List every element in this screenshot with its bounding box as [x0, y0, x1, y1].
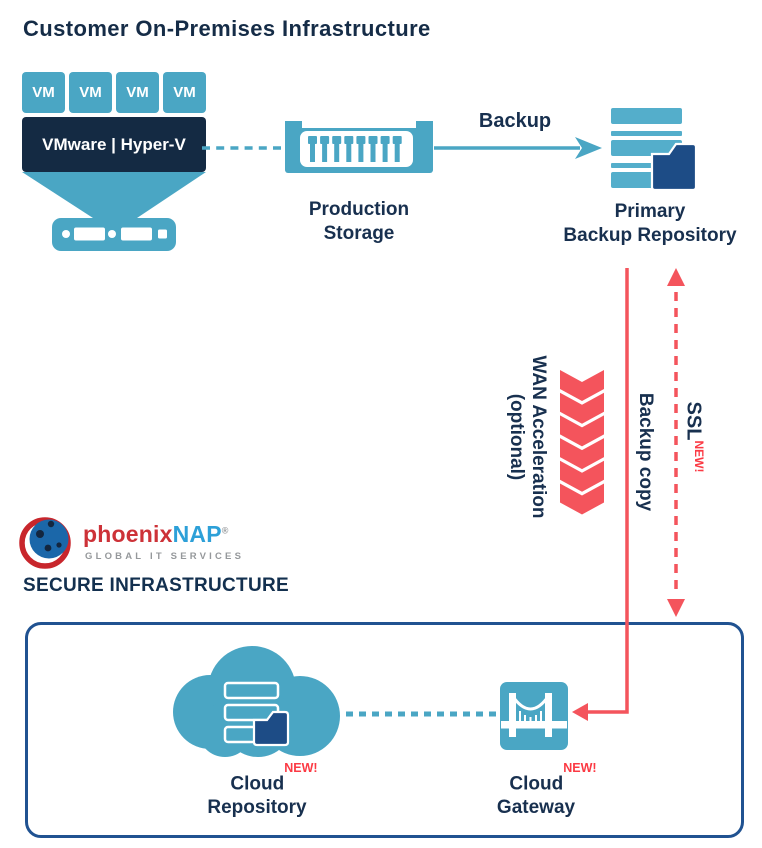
new-badge: NEW! [563, 761, 597, 775]
arrowhead-left-icon [572, 703, 588, 721]
primary-backup-repository-label: Primary Backup Repository [563, 201, 737, 246]
disk-slots [308, 136, 402, 162]
arrowhead-right-icon [575, 137, 602, 159]
vm-label: VM [126, 84, 149, 101]
brand-tagline: GLOBAL IT SERVICES [85, 551, 245, 562]
production-storage-label: Production Storage [308, 199, 410, 244]
backup-copy-line [572, 268, 629, 721]
vm-box: VM [69, 72, 112, 113]
secure-zone-box [25, 622, 744, 838]
arrowhead-up-icon [667, 268, 685, 286]
backup-arrow [434, 137, 602, 159]
secure-infrastructure-title: SECURE INFRASTRUCTURE [23, 575, 289, 596]
cloud-repository-icon [173, 646, 340, 757]
folder-icon [252, 710, 290, 747]
ssl-line [667, 268, 685, 617]
wan-chevrons-icon [560, 370, 604, 515]
vm-row: VM VM VM VM [22, 72, 206, 113]
new-badge: NEW! [692, 440, 706, 473]
vm-box: VM [22, 72, 65, 113]
bridge-icon [501, 693, 567, 737]
backup-arrow-label: Backup [478, 110, 552, 132]
hypervisor-label: VMware | Hyper-V [42, 134, 186, 154]
cloud-gateway-label: CloudNEW! Gateway [496, 761, 597, 819]
folder-icon [650, 142, 698, 192]
new-badge: NEW! [284, 761, 318, 775]
arrowhead-down-icon [667, 599, 685, 617]
phoenixnap-brand: phoenixNAP® [83, 521, 229, 548]
vm-box: VM [116, 72, 159, 113]
cloud-repository-label: CloudNEW! Repository [207, 761, 318, 819]
vm-label: VM [32, 84, 55, 101]
brand-phoenix: phoenix [83, 521, 173, 547]
funnel-icon [22, 172, 206, 218]
ssl-label: SSLNEW! [682, 401, 706, 473]
wan-acceleration-label: WAN Acceleration (optional) [506, 355, 549, 519]
dotted-connector-repo-gateway [346, 711, 498, 717]
vm-label: VM [79, 84, 102, 101]
phoenixnap-logo-icon [19, 517, 71, 569]
vm-label: VM [173, 84, 196, 101]
production-storage-icon [285, 121, 433, 173]
brand-nap: NAP [172, 521, 222, 547]
backup-copy-label: Backup copy [635, 392, 656, 512]
dotted-connector-hypervisor-storage [202, 146, 286, 150]
page-title: Customer On-Premises Infrastructure [23, 16, 431, 41]
cloud-gateway-icon [500, 682, 568, 750]
registered-mark: ® [221, 525, 229, 536]
hypervisor-server-icon [22, 172, 206, 251]
vm-box: VM [163, 72, 206, 113]
primary-backup-repository-icon [609, 106, 698, 192]
hypervisor-box: VMware | Hyper-V [22, 117, 206, 172]
